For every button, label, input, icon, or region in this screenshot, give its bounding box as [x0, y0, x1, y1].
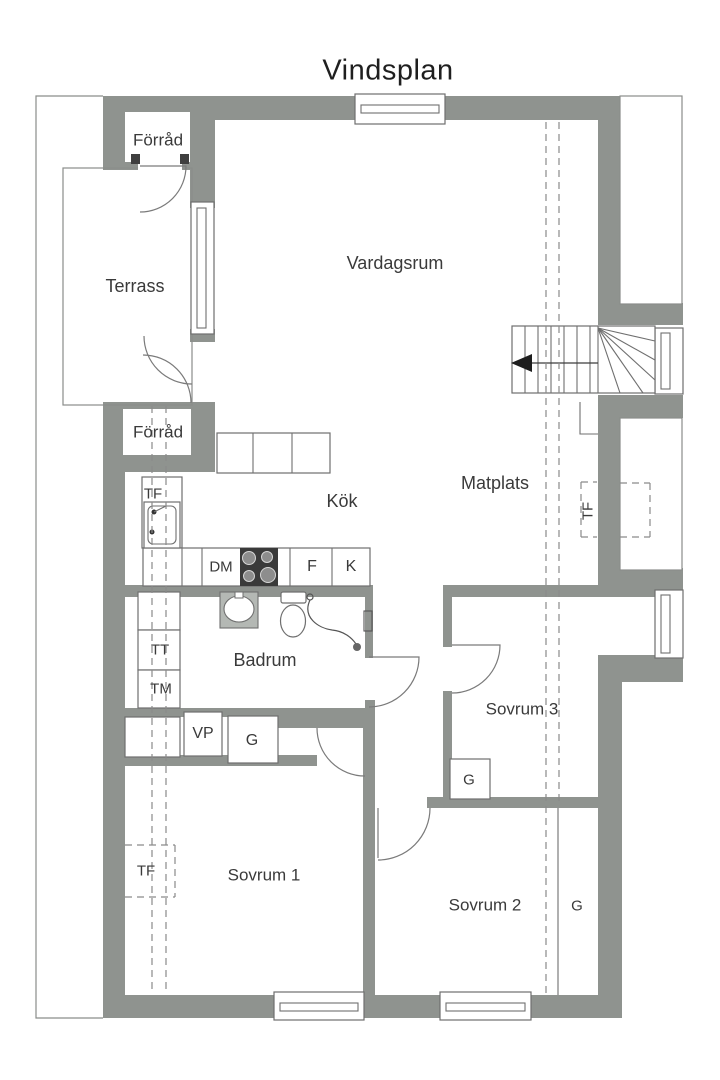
door-sovrum2: [377, 807, 431, 861]
room-label-forrad-mid: Förråd: [132, 422, 184, 442]
fixture-label-k: K: [345, 558, 357, 575]
window-sovrum2-south: [439, 991, 532, 1021]
sink-icon: [143, 501, 181, 549]
wardrobe-hall: [227, 715, 279, 764]
stairs: [511, 325, 656, 435]
fixture-label-g-hall: G: [245, 732, 259, 749]
storage-room-top: [125, 112, 190, 170]
doors-layer: [139, 165, 501, 861]
right-niche-top: [619, 95, 683, 305]
roof-height-dashed-lines: [125, 122, 651, 993]
fixture-label-tm: TM: [150, 680, 172, 698]
tf-dashed-box-sovrum1: [125, 844, 176, 898]
window-top: [354, 93, 446, 125]
fixture-label-g-sovrum3: G: [463, 771, 475, 789]
roof-outline: [35, 95, 103, 1019]
fixture-label-tf-sovrum1: TF: [136, 862, 156, 880]
room-label-vardagsrum: Vardagsrum: [346, 253, 444, 273]
kitchen-island-counter: [216, 432, 331, 474]
door-terrace: [142, 335, 193, 404]
dryer-box: [137, 629, 181, 671]
wardrobe-sovrum3: [449, 758, 491, 800]
room-label-terrass: Terrass: [105, 276, 165, 296]
window-stairs-east: [654, 327, 684, 395]
right-niche-mid: [619, 417, 683, 571]
fixture-label-g-sovrum2: G: [571, 897, 583, 915]
kitchen-counter: [141, 476, 371, 587]
window-sovrum1-south: [273, 991, 365, 1021]
walls-layer: [103, 96, 683, 1018]
page-title: Vindsplan: [322, 54, 454, 87]
storage-room-mid: [123, 409, 191, 455]
room-label-sovrum2: Sovrum 2: [448, 895, 522, 915]
door-storage-top: [139, 165, 187, 213]
tf-dashed-box-matplats: [580, 481, 597, 538]
stair-railing: [579, 402, 598, 435]
window-terrace-west: [190, 201, 215, 335]
door-sovrum3: [451, 644, 501, 694]
stairs-direction-arrow: [511, 354, 598, 372]
room-label-kok: Kök: [326, 491, 358, 511]
room-label-sovrum3: Sovrum 3: [485, 699, 559, 719]
heat-pump-box: [183, 711, 223, 757]
appliance-boxes: [124, 591, 559, 995]
bathroom-cabinet: [137, 591, 181, 631]
fixture-label-tf-kok: TF: [143, 485, 163, 503]
window-sovrum3-east: [654, 589, 684, 659]
washbasin-icon: [219, 591, 259, 629]
room-label-badrum: Badrum: [233, 650, 297, 670]
shower-icon: [306, 593, 373, 651]
bathroom-fixtures: [219, 591, 373, 651]
stove-icon: [240, 548, 278, 586]
door-sovrum1: [316, 727, 366, 777]
fixture-label-dm: DM: [209, 558, 233, 576]
fixture-label-tt: TT: [150, 641, 170, 659]
room-label-forrad-top: Förråd: [132, 130, 184, 150]
room-label-sovrum1: Sovrum 1: [227, 865, 301, 885]
room-label-matplats: Matplats: [460, 473, 530, 493]
fixture-label-vp: VP: [192, 725, 214, 742]
dashed-box-niche: [620, 482, 651, 538]
fixture-label-tf-matplats: TF: [579, 501, 597, 521]
washer-box: [137, 669, 181, 709]
fixture-label-f: F: [307, 558, 317, 575]
windows-layer: [190, 93, 684, 1021]
toilet-icon: [279, 591, 307, 638]
door-bathroom: [368, 656, 420, 708]
